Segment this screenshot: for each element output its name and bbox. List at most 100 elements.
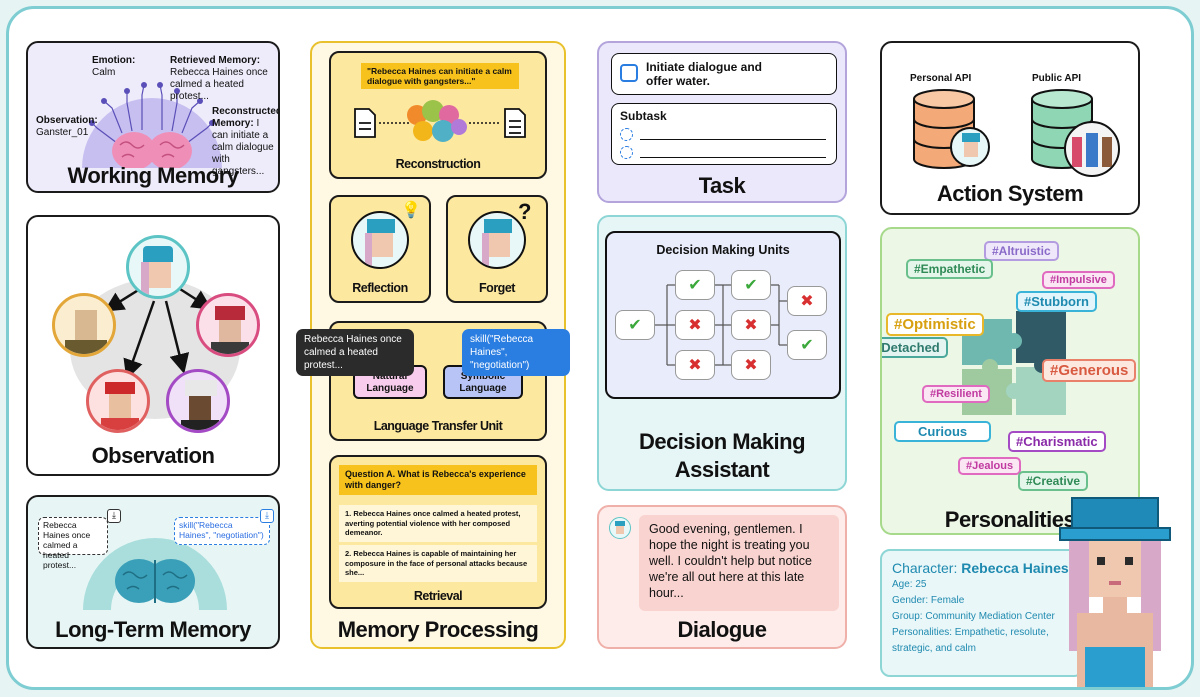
download-icon-1: ⤓ [107,509,121,523]
action-system-panel: Personal API Public API Action System [880,41,1140,215]
tag-detached: #Detached [882,337,948,358]
gangster-2-body-icon [211,342,249,354]
gangster-2-face-icon [219,320,241,342]
observation-panel: Observation [26,215,280,476]
figure-hat-icon [1071,497,1159,531]
working-memory-panel: Emotion: Calm Retrieved Memory: Rebecca … [26,41,280,193]
decision-cell-b1: ✔ [731,270,771,300]
reflection-avatar [351,211,409,269]
observation-label: Observation: [36,115,98,126]
gangster-4-body-icon [181,420,219,430]
tag-altruistic: #Altruistic [984,241,1059,261]
document-icon-left [354,108,376,138]
character-label: Character: [892,560,958,576]
retrieval-question: Question A. What is Rebecca's experience… [339,465,537,495]
reconstruction-quote-text: "Rebecca Haines can initiate a calm dial… [367,66,512,86]
dialogue-title: Dialogue [677,617,767,642]
tag-resilient: #Resilient [922,385,990,403]
dialogue-bubble: Good evening, gentlemen. I hope the nigh… [639,515,839,611]
observation-value: Ganster_01 [36,127,89,138]
reconstructed-memory-label: Reconstructed Memory: [212,106,280,129]
figure-eye-left-icon [1097,557,1105,565]
long-term-memory-title: Long-Term Memory [55,617,251,642]
decision-cell-c2: ✔ [787,330,827,360]
subtask-box: Subtask [611,103,837,165]
character-age: Age: 25 [892,579,927,590]
decision-units-box: Decision Making Units ✔ ✔ ✖ ✖ ✔ ✖ ✖ ✖ ✔ [605,231,841,399]
download-icon-2: ⤓ [260,509,274,523]
gangster-1-face-icon [75,310,97,340]
gangster-1-body-icon [65,340,107,354]
emotion-value: Calm [92,67,116,78]
decision-making-panel: Decision Making Units ✔ ✔ ✖ ✖ ✔ ✖ ✖ ✖ ✔ … [597,215,847,491]
main-task-text: Initiate dialogue and offer water. [646,60,763,88]
decision-cell-b3: ✖ [731,350,771,380]
reconstruction-quote: "Rebecca Haines can initiate a calm dial… [361,63,519,89]
rebecca-hair-icon [141,262,149,296]
decision-title-line2: Assistant [674,457,770,482]
dialogue-panel: Good evening, gentlemen. I hope the nigh… [597,505,847,649]
main-task-checkbox[interactable] [620,64,638,82]
tag-impulsive: #Impulsive [1042,271,1115,289]
personalities-title: Personalities [944,507,1076,532]
character-group: Group: Community Mediation Center [892,611,1055,622]
reconstruction-card: "Rebecca Haines can initiate a calm dial… [329,51,547,179]
character-name: Rebecca Haines [961,560,1069,576]
rebecca-avatar [126,235,190,299]
retrieved-memory-label: Retrieved Memory: [170,55,261,66]
character-personalities-line1: Personalities: Empathetic, resolute, [892,627,1049,638]
rebecca-face-icon [147,262,171,288]
personal-api-avatar [950,127,990,167]
personal-api-label: Personal API [910,73,972,84]
decision-cell-a2: ✖ [675,310,715,340]
reconstruction-label: Reconstruction [395,157,481,171]
retrieval-answer-1: 1. Rebecca Haines once calmed a heated p… [339,505,537,542]
rebecca-hat-icon [143,246,173,262]
decision-cell-a1: ✔ [675,270,715,300]
natural-memory-note: Rebecca Haines once calmed a heated prot… [38,517,108,570]
retrieval-answer-2-text: 2. Rebecca Haines is capable of maintain… [345,549,528,577]
forget-card: ? Forget [446,195,548,303]
tag-empathetic: #Empathetic [906,259,994,279]
subtask-checkbox-1[interactable] [620,128,633,141]
figure-eye-right-icon [1125,557,1133,565]
tag-charismatic: #Charismatic [1008,431,1106,452]
retrieval-label: Retrieval [413,589,463,603]
decision-title-line1: Decision Making [638,429,806,454]
figure-mouth-icon [1109,581,1121,585]
tag-generous: #Generous [1042,359,1137,382]
character-personalities-line2: strategic, and calm [892,643,976,654]
lightbulb-icon: 💡 [401,202,421,219]
tag-jealous: #Jealous [958,457,1022,475]
character-card: Character: Rebecca Haines Age: 25 Gender… [880,549,1084,677]
memory-processing-title: Memory Processing [337,617,539,642]
gangster-3-face-icon [109,394,131,418]
observation-arrows [103,287,213,380]
public-api-label: Public API [1032,73,1082,84]
natural-language-text: Natural Language [366,371,414,394]
long-term-memory-panel: Rebecca Haines once calmed a heated prot… [26,495,280,649]
forget-avatar [468,211,526,269]
gangster-avatar-1 [52,293,116,357]
tag-optimistic: #Optimistic [886,313,984,336]
gangster-avatar-4 [166,369,230,433]
tag-creative: #Creative [1018,471,1089,491]
gangster-4-hair-icon [185,380,217,396]
public-api-group-avatar [1064,121,1120,177]
task-panel: Initiate dialogue and offer water. Subta… [597,41,847,203]
action-system-title: Action System [936,181,1084,206]
figure-face-icon [1089,541,1141,597]
subtask-label: Subtask [620,109,667,123]
reflection-card: 💡 Reflection [329,195,431,303]
reconstruction-flow-illustration [354,100,526,142]
subtask-checkbox-2[interactable] [620,146,633,159]
reconstructed-memory-value: I can initiate a calm dialogue with gang… [212,118,274,177]
question-mark-icon: ? [518,199,532,224]
symbolic-language-bubble: skill("Rebecca Haines", "negotiation") [462,329,570,376]
character-gender: Gender: Female [892,595,965,606]
reflection-label: Reflection [352,281,408,295]
subtask-line-1 [640,139,826,140]
symbolic-memory-note: skill("Rebecca Haines", "negotiation") [174,517,270,545]
working-memory-title: Working Memory [67,163,239,188]
brain-circuit-illustration [82,82,222,168]
